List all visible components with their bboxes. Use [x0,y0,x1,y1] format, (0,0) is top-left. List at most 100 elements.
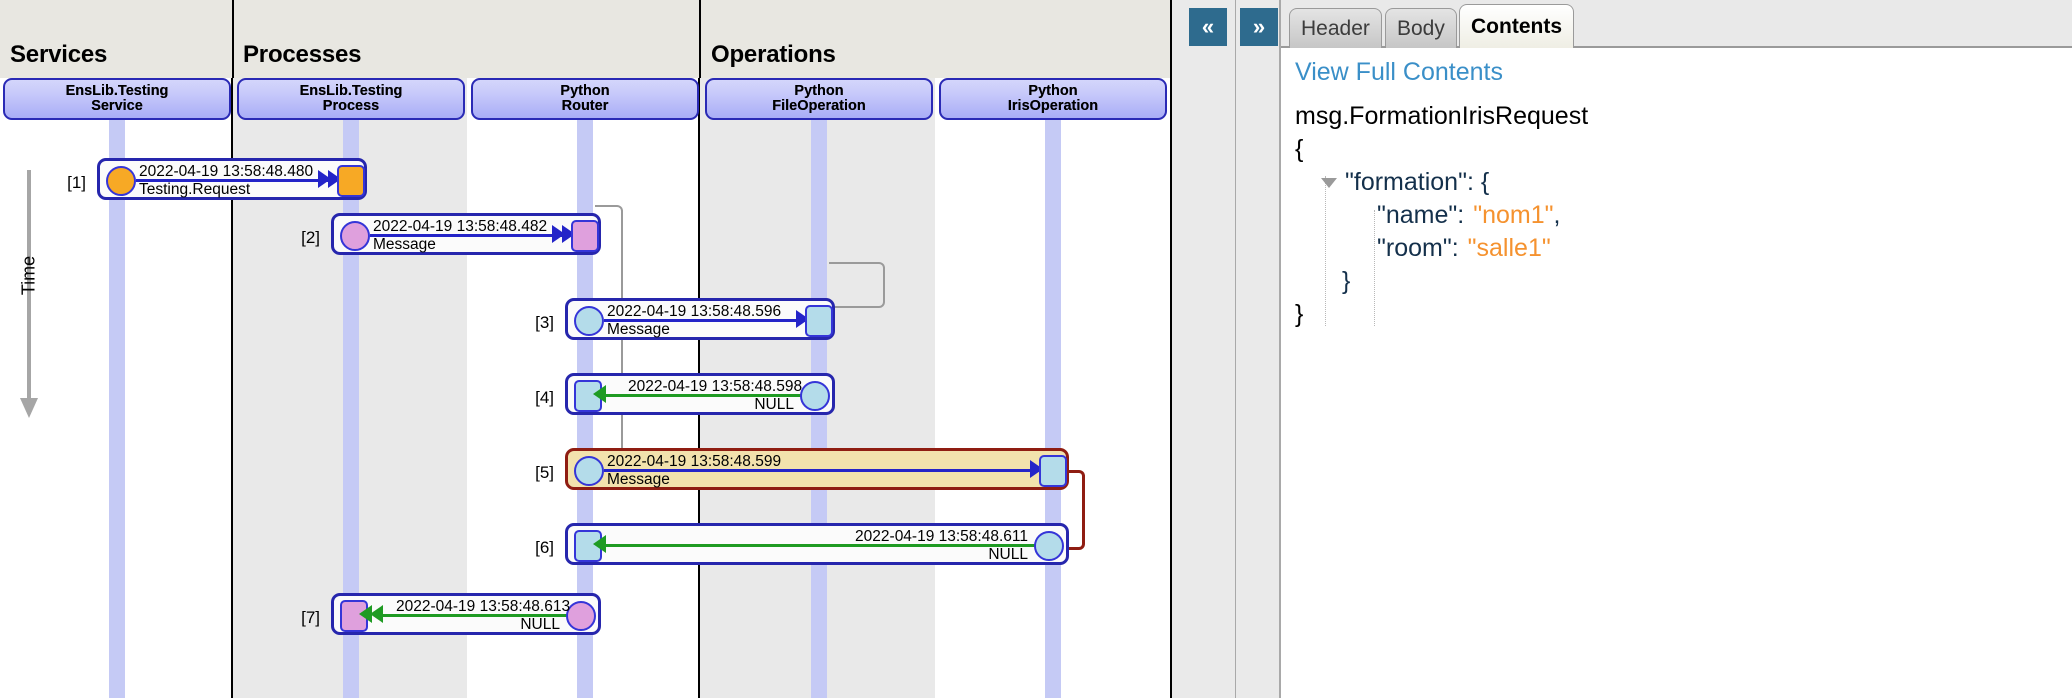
event-arrow [136,179,332,182]
event-row-2[interactable]: 2022-04-19 13:58:48.482 Message [331,213,601,255]
connector-irisoperation-roundtrip [1063,470,1085,550]
json-key-name: "name": [1377,201,1465,229]
json-open-brace-formation: { [1473,168,1490,196]
event-name-4: NULL [754,396,794,413]
node-header-python-irisoperation[interactable]: Python IrisOperation [939,78,1167,120]
event-arrowhead-icon [593,535,606,553]
event-index-7: [7] [301,608,320,627]
time-axis-arrow-icon [20,398,38,418]
event-target-endpoint-icon [337,165,365,197]
event-index-2: [2] [301,228,320,247]
json-close-brace-formation: } [1342,267,1351,295]
node-header-python-router[interactable]: Python Router [471,78,699,120]
time-axis-label: Time [18,255,39,296]
json-close-brace-root: } [1295,300,1304,328]
event-index-6: [6] [535,538,554,557]
json-guide-rail-1 [1325,176,1327,326]
node-label-line1: Python [794,82,844,99]
node-label-line1: Python [560,82,610,99]
event-name-6: NULL [988,546,1028,563]
json-title-line: msg.FormationIrisRequest [1295,100,1588,133]
event-timestamp-3: 2022-04-19 13:58:48.596 [607,303,782,320]
node-label-line1: Python [1028,82,1078,99]
event-source-endpoint-icon [574,306,604,336]
event-name-5: Message [607,471,670,488]
time-axis: Time [18,170,39,430]
connector-fileoperation-roundtrip [829,262,885,308]
event-arrowhead-icon [593,385,606,403]
event-row-3[interactable]: 2022-04-19 13:58:48.596 Message [565,298,835,340]
node-label-line2: Router [561,98,609,114]
event-target-endpoint-icon [1039,455,1067,487]
node-header-python-fileoperation[interactable]: Python FileOperation [705,78,933,120]
event-timestamp-1: 2022-04-19 13:58:48.480 [139,163,314,180]
lifeline-lane-5 [1045,78,1061,698]
event-name-3: Message [607,321,670,338]
event-arrowhead-icon [359,605,372,623]
json-brace: { [1295,135,1304,163]
view-full-contents-link[interactable]: View Full Contents [1295,58,1503,86]
collapse-left-button[interactable]: « [1189,8,1227,46]
node-label-line1: EnsLib.Testing [299,82,403,99]
json-viewer: msg.FormationIrisRequest { "formation": … [1295,100,1588,331]
tab-header[interactable]: Header [1289,8,1382,48]
event-source-endpoint-icon [1034,531,1064,561]
event-timestamp-4: 2022-04-19 13:58:48.598 [628,378,803,395]
details-tabstrip: Header Body Contents [1281,0,2072,48]
message-details-pane: Header Body Contents View Full Contents … [1280,0,2072,698]
event-source-endpoint-icon [106,166,136,196]
event-index-1: [1] [67,173,86,192]
expand-right-button[interactable]: » [1240,8,1278,46]
node-header-enslib-testing-service[interactable]: EnsLib.Testing Service [3,78,231,120]
event-index-4: [4] [535,388,554,407]
json-value-name: "nom1" [1473,201,1554,229]
node-label-line2: Service [91,98,143,114]
event-row-4[interactable]: 2022-04-19 13:58:48.598 NULL [565,373,835,415]
json-line-open-root: { [1295,133,1588,166]
event-timestamp-6: 2022-04-19 13:58:48.611 [855,528,1028,545]
event-source-endpoint-icon [340,221,370,251]
trace-diagram-pane: Services Processes Operations EnsLib.Tes… [0,0,1172,698]
json-comma-name: , [1553,201,1561,229]
event-row-5[interactable]: 2022-04-19 13:58:48.599 Message [565,448,1069,490]
json-line-close-formation: } [1295,265,1588,298]
event-arrow [604,319,810,322]
event-source-endpoint-icon [574,456,604,486]
json-guide-rail-2 [1374,210,1376,326]
json-key-room: "room": [1377,234,1459,262]
event-timestamp-5: 2022-04-19 13:58:48.599 [607,453,782,470]
event-timestamp-7: 2022-04-19 13:58:48.613 [396,598,571,615]
chevron-down-icon[interactable] [1321,178,1337,188]
event-arrow [380,614,568,617]
event-name-2: Message [373,236,436,253]
tab-contents[interactable]: Contents [1459,4,1574,48]
event-arrowhead-icon [318,170,331,188]
event-arrow [605,394,802,397]
event-arrow [605,544,1036,547]
node-label-line1: EnsLib.Testing [65,82,169,99]
event-row-7[interactable]: 2022-04-19 13:58:48.613 NULL [331,593,601,635]
event-name-1: Testing.Request [139,181,251,198]
json-value-room: "salle1" [1467,234,1551,262]
json-line-name: "name": "nom1", [1295,199,1588,232]
node-label-line2: FileOperation [772,98,866,114]
event-target-endpoint-icon [571,220,599,252]
json-title: msg.FormationIrisRequest [1295,102,1589,130]
details-body: View Full Contents msg.FormationIrisRequ… [1281,48,2072,698]
event-row-6[interactable]: 2022-04-19 13:58:48.611 NULL [565,523,1069,565]
category-title-operations: Operations [711,41,836,68]
json-line-close-root: } [1295,298,1588,331]
node-header-enslib-testing-process[interactable]: EnsLib.Testing Process [237,78,465,120]
category-title-processes: Processes [243,41,362,68]
event-row-1[interactable]: 2022-04-19 13:58:48.480 Testing.Request [97,158,367,200]
json-line-formation: "formation": { [1295,166,1588,199]
category-title-services: Services [10,41,108,68]
event-arrow [604,469,1044,472]
event-index-5: [5] [535,463,554,482]
event-source-endpoint-icon [566,601,596,631]
tab-body[interactable]: Body [1385,8,1457,48]
time-axis-shaft [27,170,31,402]
category-header-strip: Services Processes Operations [0,0,1170,78]
event-index-3: [3] [535,313,554,332]
